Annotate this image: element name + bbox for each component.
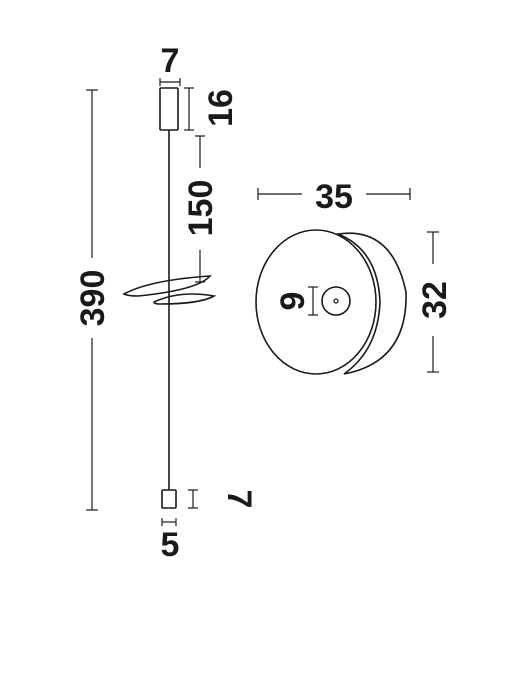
disc-height-label: 32 bbox=[416, 281, 454, 319]
bottom-cap-height-dimension: 7 bbox=[188, 489, 258, 509]
canopy-width-dimension: 7 bbox=[159, 42, 181, 86]
back-disc bbox=[334, 232, 407, 375]
canopy-height-dimension: 16 bbox=[184, 87, 240, 131]
disc-diameter-label: 35 bbox=[315, 178, 353, 216]
disc-diameter-dimension: 35 bbox=[257, 178, 411, 216]
bottom-cap bbox=[161, 489, 177, 509]
hub-dimension: 9 bbox=[274, 286, 318, 316]
canopy-height-label: 16 bbox=[202, 89, 240, 127]
front-disc bbox=[255, 229, 377, 375]
center-hub bbox=[321, 286, 351, 316]
bottom-cap-height-label: 7 bbox=[220, 490, 258, 509]
front-view: 35 9 32 bbox=[255, 178, 454, 375]
drop-length-label: 150 bbox=[182, 180, 220, 237]
side-discs bbox=[122, 275, 217, 305]
total-height-label: 390 bbox=[74, 270, 112, 327]
disc-height-dimension: 32 bbox=[416, 231, 454, 373]
hub-dimension-label: 9 bbox=[274, 292, 312, 311]
canopy-width-label: 7 bbox=[161, 42, 180, 80]
drop-length-dimension: 150 bbox=[182, 135, 220, 283]
center-hub-dot bbox=[333, 298, 339, 304]
bottom-cap-width-label: 5 bbox=[161, 526, 180, 564]
side-view: 390 7 16 150 bbox=[74, 42, 258, 564]
bottom-cap-width-dimension: 5 bbox=[161, 518, 180, 564]
total-height-dimension: 390 bbox=[74, 89, 112, 511]
ceiling-canopy bbox=[159, 87, 179, 131]
